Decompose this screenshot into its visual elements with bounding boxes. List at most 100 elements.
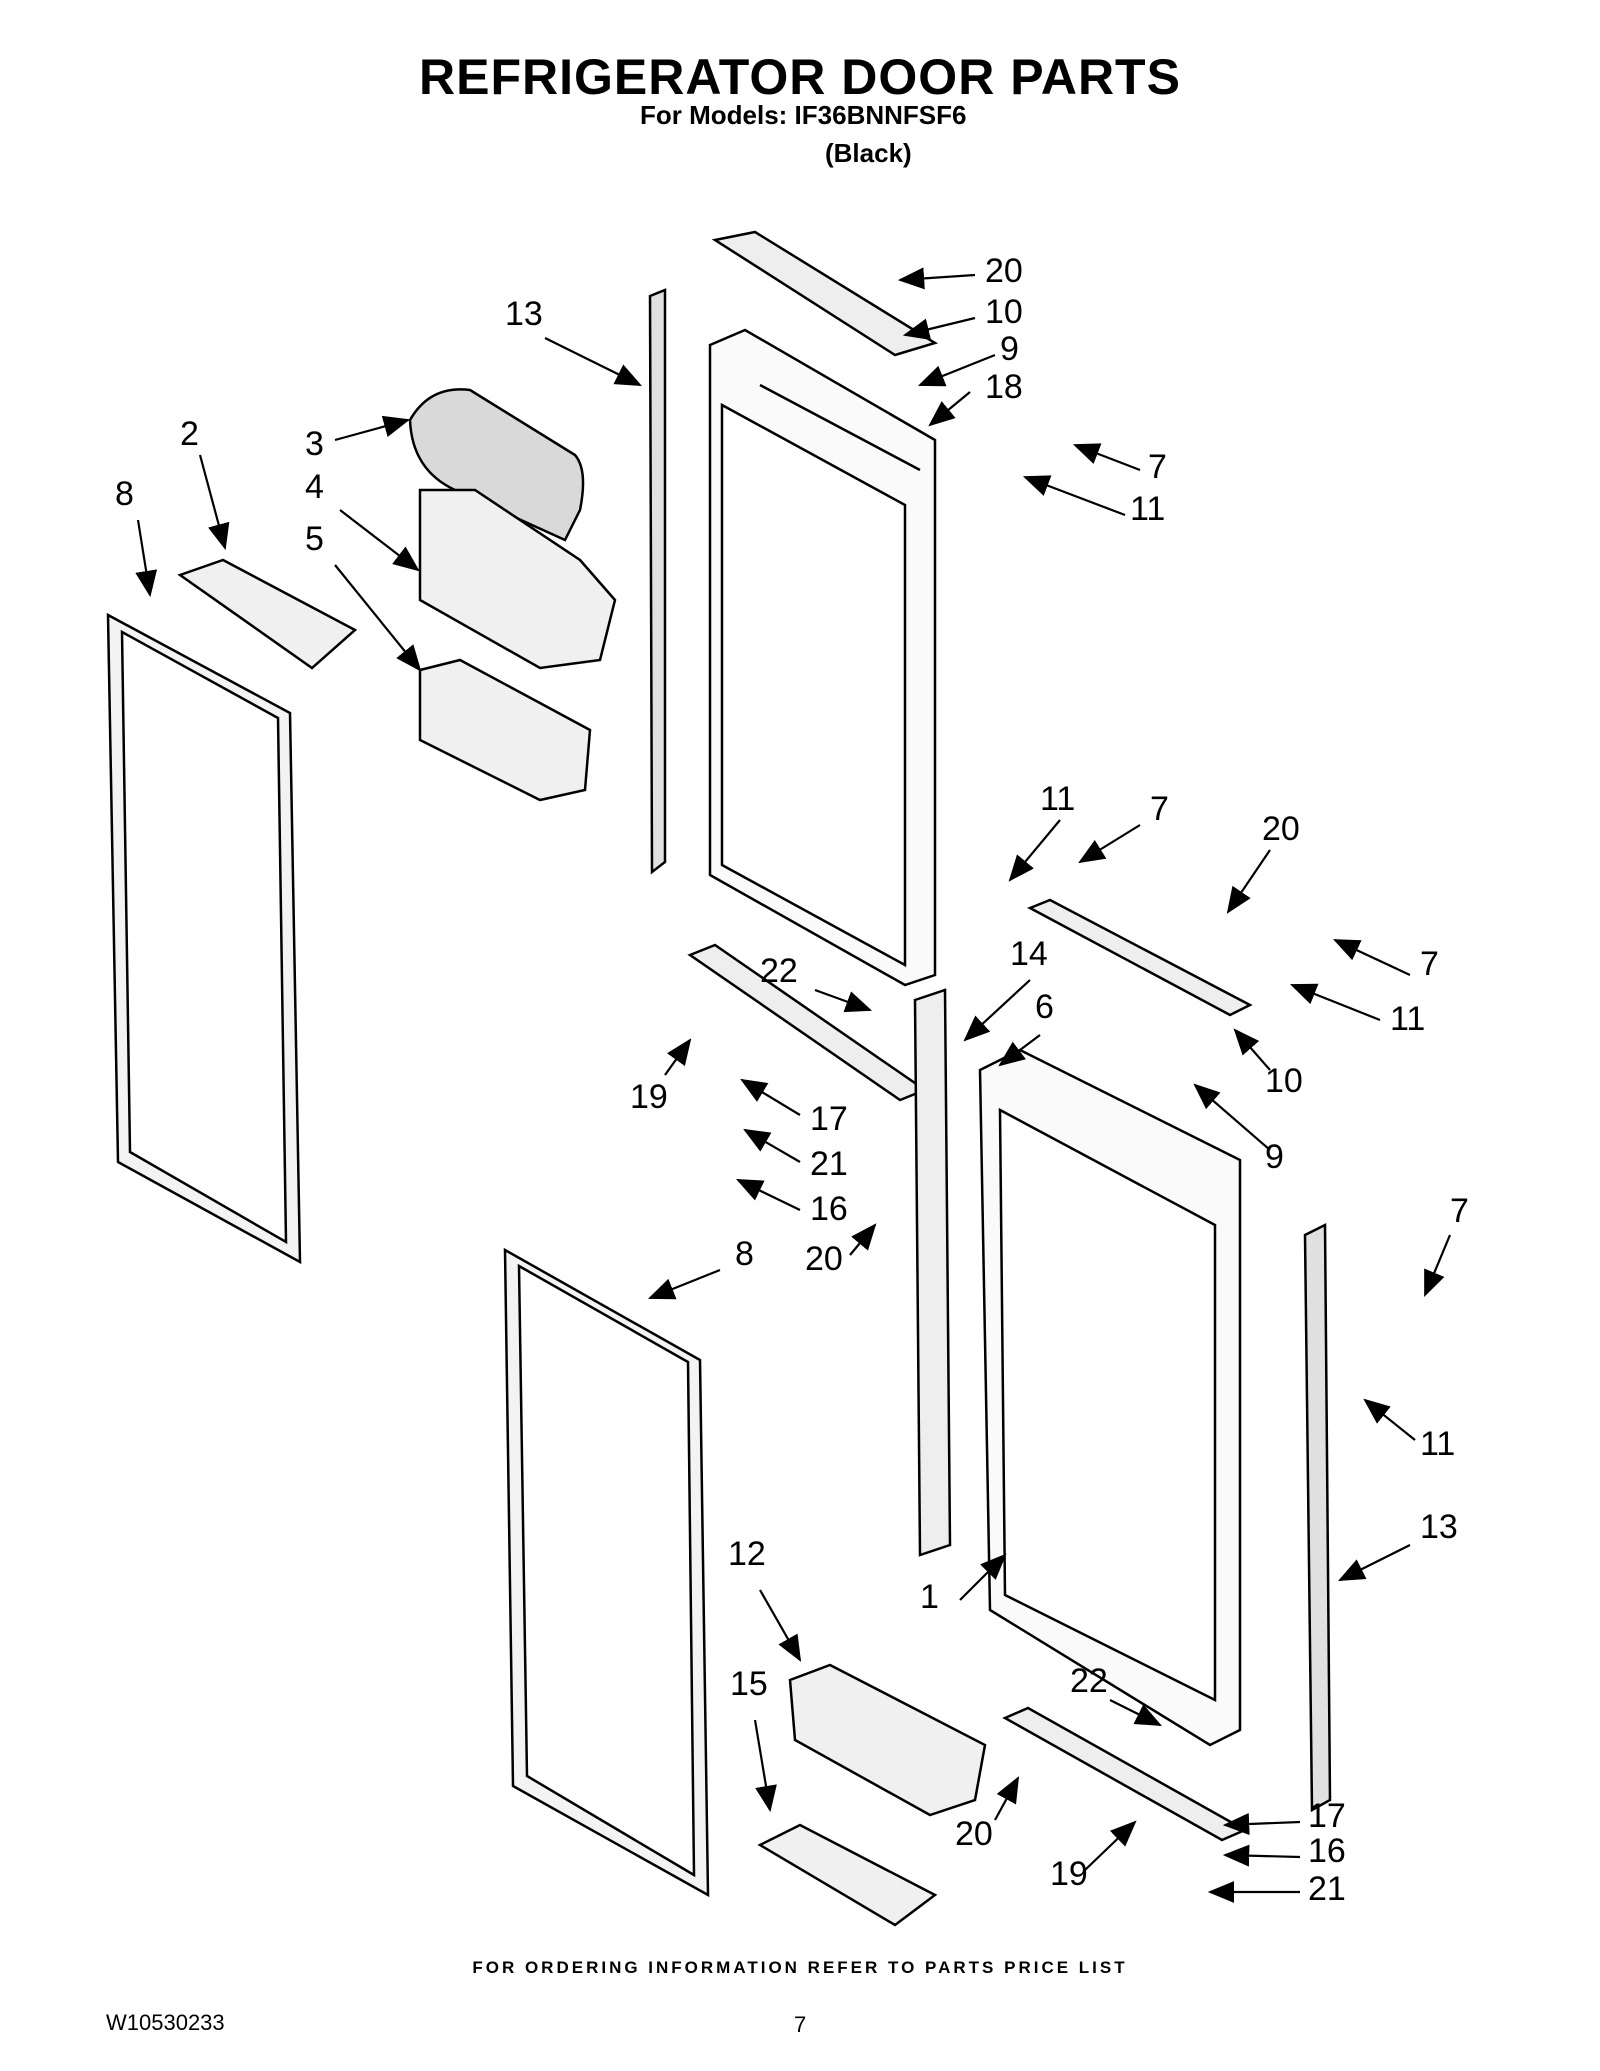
callout-label-22: 22 xyxy=(760,952,798,990)
callout-label-7: 7 xyxy=(1450,1192,1469,1230)
callout-label-20: 20 xyxy=(955,1815,993,1853)
bin-cover-3 xyxy=(408,388,585,542)
callout-label-11: 11 xyxy=(1040,780,1075,818)
callout-leader-9 xyxy=(917,353,996,387)
callout-leader-11 xyxy=(1289,983,1381,1022)
door-cap-10-lower xyxy=(1027,898,1253,1017)
callout-label-9: 9 xyxy=(1265,1138,1284,1176)
callout-label-15: 15 xyxy=(730,1665,768,1703)
callout-label-19: 19 xyxy=(1050,1855,1088,1893)
callout-leader-16 xyxy=(736,1179,801,1211)
callout-label-19: 19 xyxy=(630,1078,668,1116)
callout-label-7: 7 xyxy=(1420,945,1439,983)
callout-label-5: 5 xyxy=(305,520,324,558)
callout-leader-21 xyxy=(743,1128,801,1163)
callout-label-3: 3 xyxy=(305,425,324,463)
callout-leader-22 xyxy=(814,988,873,1013)
callout-leader-20 xyxy=(897,267,976,290)
callout-leader-4 xyxy=(339,509,420,572)
callout-label-16: 16 xyxy=(810,1190,848,1228)
callout-label-11: 11 xyxy=(1420,1425,1455,1463)
callout-leader-2 xyxy=(198,454,230,551)
callout-leader-14 xyxy=(963,979,1031,1042)
callout-leader-11 xyxy=(1022,475,1126,517)
callout-leader-13 xyxy=(1338,1544,1411,1581)
upper-door-liner xyxy=(708,328,937,987)
callout-leader-8 xyxy=(135,519,158,598)
callout-label-14: 14 xyxy=(1010,935,1048,973)
door-bin-4 xyxy=(418,488,617,670)
callout-leader-6 xyxy=(998,1034,1041,1067)
callout-leader-15 xyxy=(753,1719,777,1813)
callout-label-11: 11 xyxy=(1390,1000,1425,1038)
callout-leader-19 xyxy=(664,1038,692,1076)
page-title: REFRIGERATOR DOOR PARTS xyxy=(419,49,1181,105)
callout-leader-3 xyxy=(334,415,411,442)
callout-leader-17 xyxy=(740,1078,801,1116)
callout-leader-7 xyxy=(1423,1234,1452,1298)
page-number: 7 xyxy=(794,2012,807,2037)
callout-label-17: 17 xyxy=(1308,1797,1346,1835)
callout-label-16: 16 xyxy=(1308,1832,1346,1870)
callout-leader-7 xyxy=(1333,939,1411,976)
document-number: W10530233 xyxy=(106,2010,225,2035)
callout-label-10: 10 xyxy=(985,293,1023,331)
callout-label-17: 17 xyxy=(810,1100,848,1138)
callout-leader-11 xyxy=(1008,819,1061,882)
lower-door-liner xyxy=(978,1048,1242,1747)
callout-leader-19 xyxy=(1084,1820,1137,1871)
callout-leader-7 xyxy=(1078,824,1141,864)
callout-label-22: 22 xyxy=(1070,1662,1108,1700)
callout-label-20: 20 xyxy=(1262,810,1300,848)
door-gasket-lower xyxy=(503,1247,710,1898)
door-cap-10-upper xyxy=(711,230,939,357)
callout-leader-20 xyxy=(849,1223,877,1256)
door-trim-13-upper xyxy=(648,288,667,875)
callout-label-7: 7 xyxy=(1148,448,1167,486)
callout-leader-1 xyxy=(959,1553,1007,1601)
callout-label-20: 20 xyxy=(805,1240,843,1278)
callout-leader-18 xyxy=(928,391,971,427)
callout-label-21: 21 xyxy=(1308,1870,1346,1908)
door-shelf-2 xyxy=(177,558,358,670)
callout-leader-9 xyxy=(1193,1083,1271,1151)
callout-label-13: 13 xyxy=(1420,1508,1458,1546)
callout-leader-13 xyxy=(544,337,642,386)
callout-label-1: 1 xyxy=(920,1578,939,1616)
callout-leader-10 xyxy=(902,316,976,340)
callout-leader-16 xyxy=(1222,1844,1301,1867)
door-shelf-15 xyxy=(757,1823,938,1927)
callout-leader-12 xyxy=(759,1589,802,1662)
callout-label-2: 2 xyxy=(180,415,199,453)
color-variant: (Black) xyxy=(825,138,912,168)
callout-leader-22 xyxy=(1109,1699,1162,1726)
callout-label-8: 8 xyxy=(115,475,134,513)
door-gasket-upper xyxy=(106,612,302,1265)
callout-leader-11 xyxy=(1363,1398,1416,1441)
callout-label-7: 7 xyxy=(1150,790,1169,828)
callout-leader-5 xyxy=(334,564,422,672)
ordering-note: FOR ORDERING INFORMATION REFER TO PARTS … xyxy=(472,1958,1128,1977)
callout-leader-20 xyxy=(994,1776,1020,1821)
callout-label-9: 9 xyxy=(1000,330,1019,368)
callout-leader-7 xyxy=(1072,443,1141,472)
callout-label-18: 18 xyxy=(985,368,1023,406)
callout-leader-20 xyxy=(1226,849,1271,914)
callout-label-11: 11 xyxy=(1130,490,1165,528)
callout-label-21: 21 xyxy=(810,1145,848,1183)
door-bin-12 xyxy=(788,1663,987,1817)
model-number: For Models: IF36BNNFSF6 xyxy=(640,100,967,130)
callout-label-13: 13 xyxy=(505,295,543,333)
callout-label-12: 12 xyxy=(728,1535,766,1573)
callout-leader-8 xyxy=(647,1268,721,1300)
callout-label-4: 4 xyxy=(305,468,324,506)
callout-label-6: 6 xyxy=(1035,988,1054,1026)
hinge-channel-14 xyxy=(913,988,952,1557)
door-bin-5 xyxy=(418,658,592,802)
callout-label-10: 10 xyxy=(1265,1062,1303,1100)
door-trim-13-lower xyxy=(1303,1222,1332,1813)
callout-leader-17 xyxy=(1222,1813,1301,1836)
callout-label-8: 8 xyxy=(735,1235,754,1273)
